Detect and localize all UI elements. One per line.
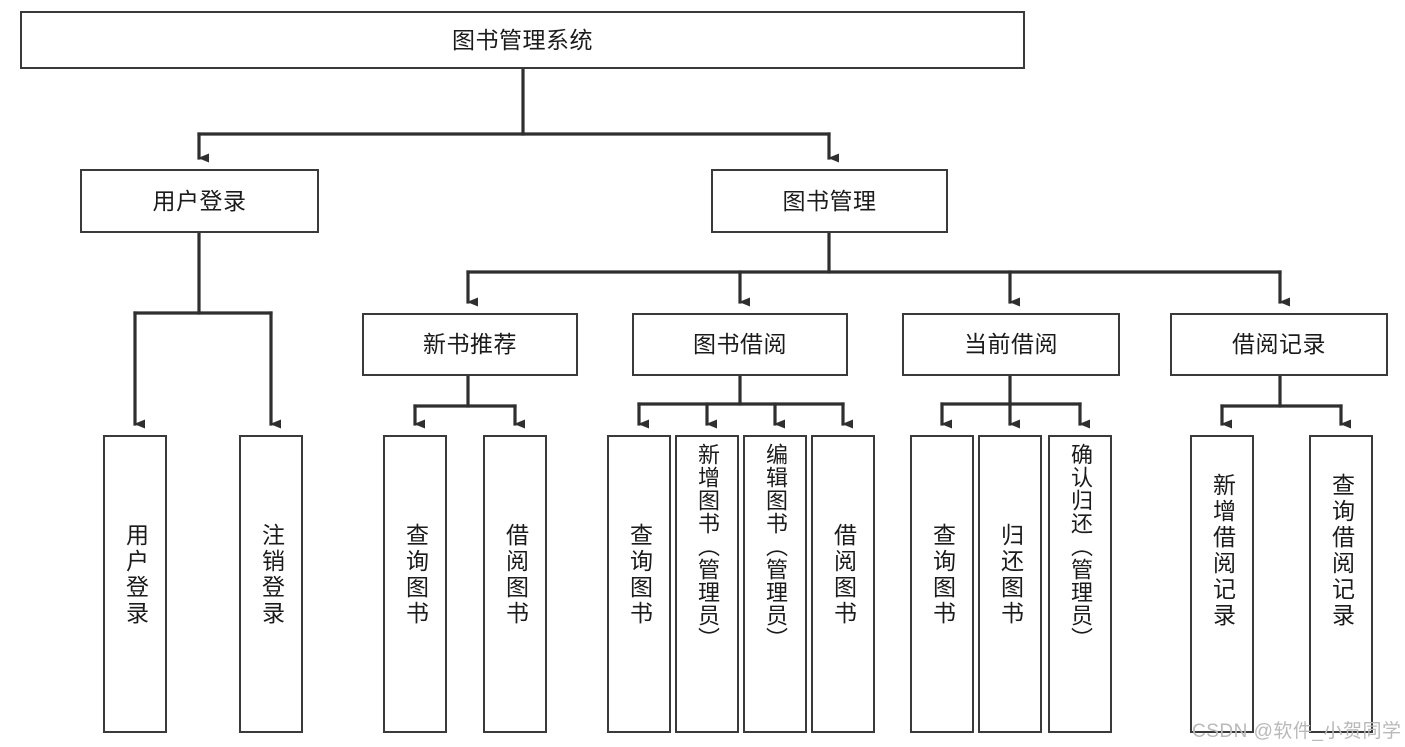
node-label: 新增借阅记录 — [1209, 473, 1236, 629]
node-label: 编辑图书（管理员） — [763, 443, 788, 650]
node-current-borrow[interactable]: 当前借阅 — [902, 313, 1120, 376]
node-label: 借阅图书 — [830, 523, 857, 627]
node-label: 当前借阅 — [964, 331, 1058, 358]
node-leaf-logout[interactable]: 注销登录 — [239, 435, 303, 733]
node-book-management[interactable]: 图书管理 — [711, 169, 948, 233]
node-leaf-borrow-book-1[interactable]: 借阅图书 — [483, 435, 547, 733]
node-label: 图书借阅 — [693, 331, 787, 358]
node-leaf-query-book-3[interactable]: 查询图书 — [910, 435, 974, 733]
node-leaf-confirm-return-admin[interactable]: 确认归还（管理员） — [1048, 435, 1112, 733]
node-leaf-add-book-admin[interactable]: 新增图书（管理员） — [675, 435, 739, 733]
node-label: 查询图书 — [402, 523, 429, 627]
node-new-book-recommend[interactable]: 新书推荐 — [362, 313, 578, 376]
node-leaf-query-borrow-record[interactable]: 查询借阅记录 — [1309, 435, 1373, 733]
node-label: 查询图书 — [929, 523, 956, 627]
node-leaf-user-login[interactable]: 用户登录 — [103, 435, 167, 733]
node-label: 注销登录 — [258, 523, 285, 627]
node-label: 图书管理 — [782, 187, 877, 214]
node-leaf-return-book[interactable]: 归还图书 — [978, 435, 1042, 733]
node-leaf-edit-book-admin[interactable]: 编辑图书（管理员） — [743, 435, 807, 733]
node-borrow-record[interactable]: 借阅记录 — [1170, 313, 1388, 376]
node-root-system[interactable]: 图书管理系统 — [20, 11, 1025, 69]
node-label: 借阅图书 — [502, 523, 529, 627]
node-label: 用户登录 — [122, 523, 149, 627]
node-label: 确认归还（管理员） — [1068, 443, 1093, 650]
node-label: 借阅记录 — [1232, 331, 1326, 358]
node-user-login[interactable]: 用户登录 — [80, 169, 319, 233]
node-label: 图书管理系统 — [452, 26, 593, 53]
node-leaf-query-book-1[interactable]: 查询图书 — [383, 435, 447, 733]
node-label: 新增图书（管理员） — [695, 443, 720, 650]
node-label: 归还图书 — [997, 523, 1024, 627]
node-leaf-query-book-2[interactable]: 查询图书 — [607, 435, 671, 733]
node-leaf-borrow-book-2[interactable]: 借阅图书 — [811, 435, 875, 733]
csdn-watermark: CSDN @软件_小贺同学 — [1192, 721, 1402, 742]
node-label: 查询图书 — [626, 523, 653, 627]
node-label: 查询借阅记录 — [1328, 473, 1355, 629]
node-label: 用户登录 — [152, 187, 247, 214]
node-label: 新书推荐 — [423, 331, 517, 358]
node-book-borrow[interactable]: 图书借阅 — [632, 313, 848, 376]
node-leaf-add-borrow-record[interactable]: 新增借阅记录 — [1190, 435, 1254, 733]
